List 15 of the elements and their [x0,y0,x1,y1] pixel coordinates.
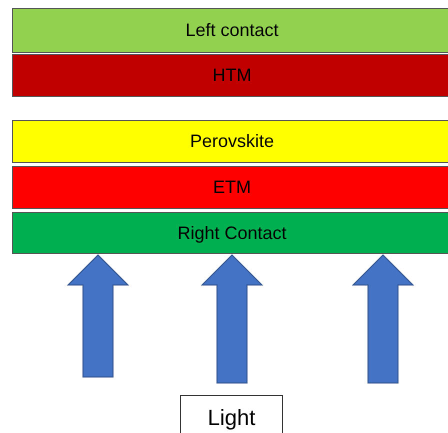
block-arrow [352,254,414,384]
layer-label: Perovskite [190,131,274,152]
layer-label: Right Contact [177,222,287,244]
layer-band [12,54,448,97]
layer-label: HTM [212,65,252,86]
label-box [180,395,283,433]
layer-label: Left contact [185,20,279,41]
light-label: Light [208,405,256,431]
block-arrow [66,254,130,378]
layer-band [12,8,448,53]
layer-band [12,166,448,209]
layer-band [12,212,448,254]
layer-band [12,120,448,163]
layer-label: ETM [213,177,251,198]
block-arrow [200,254,264,384]
